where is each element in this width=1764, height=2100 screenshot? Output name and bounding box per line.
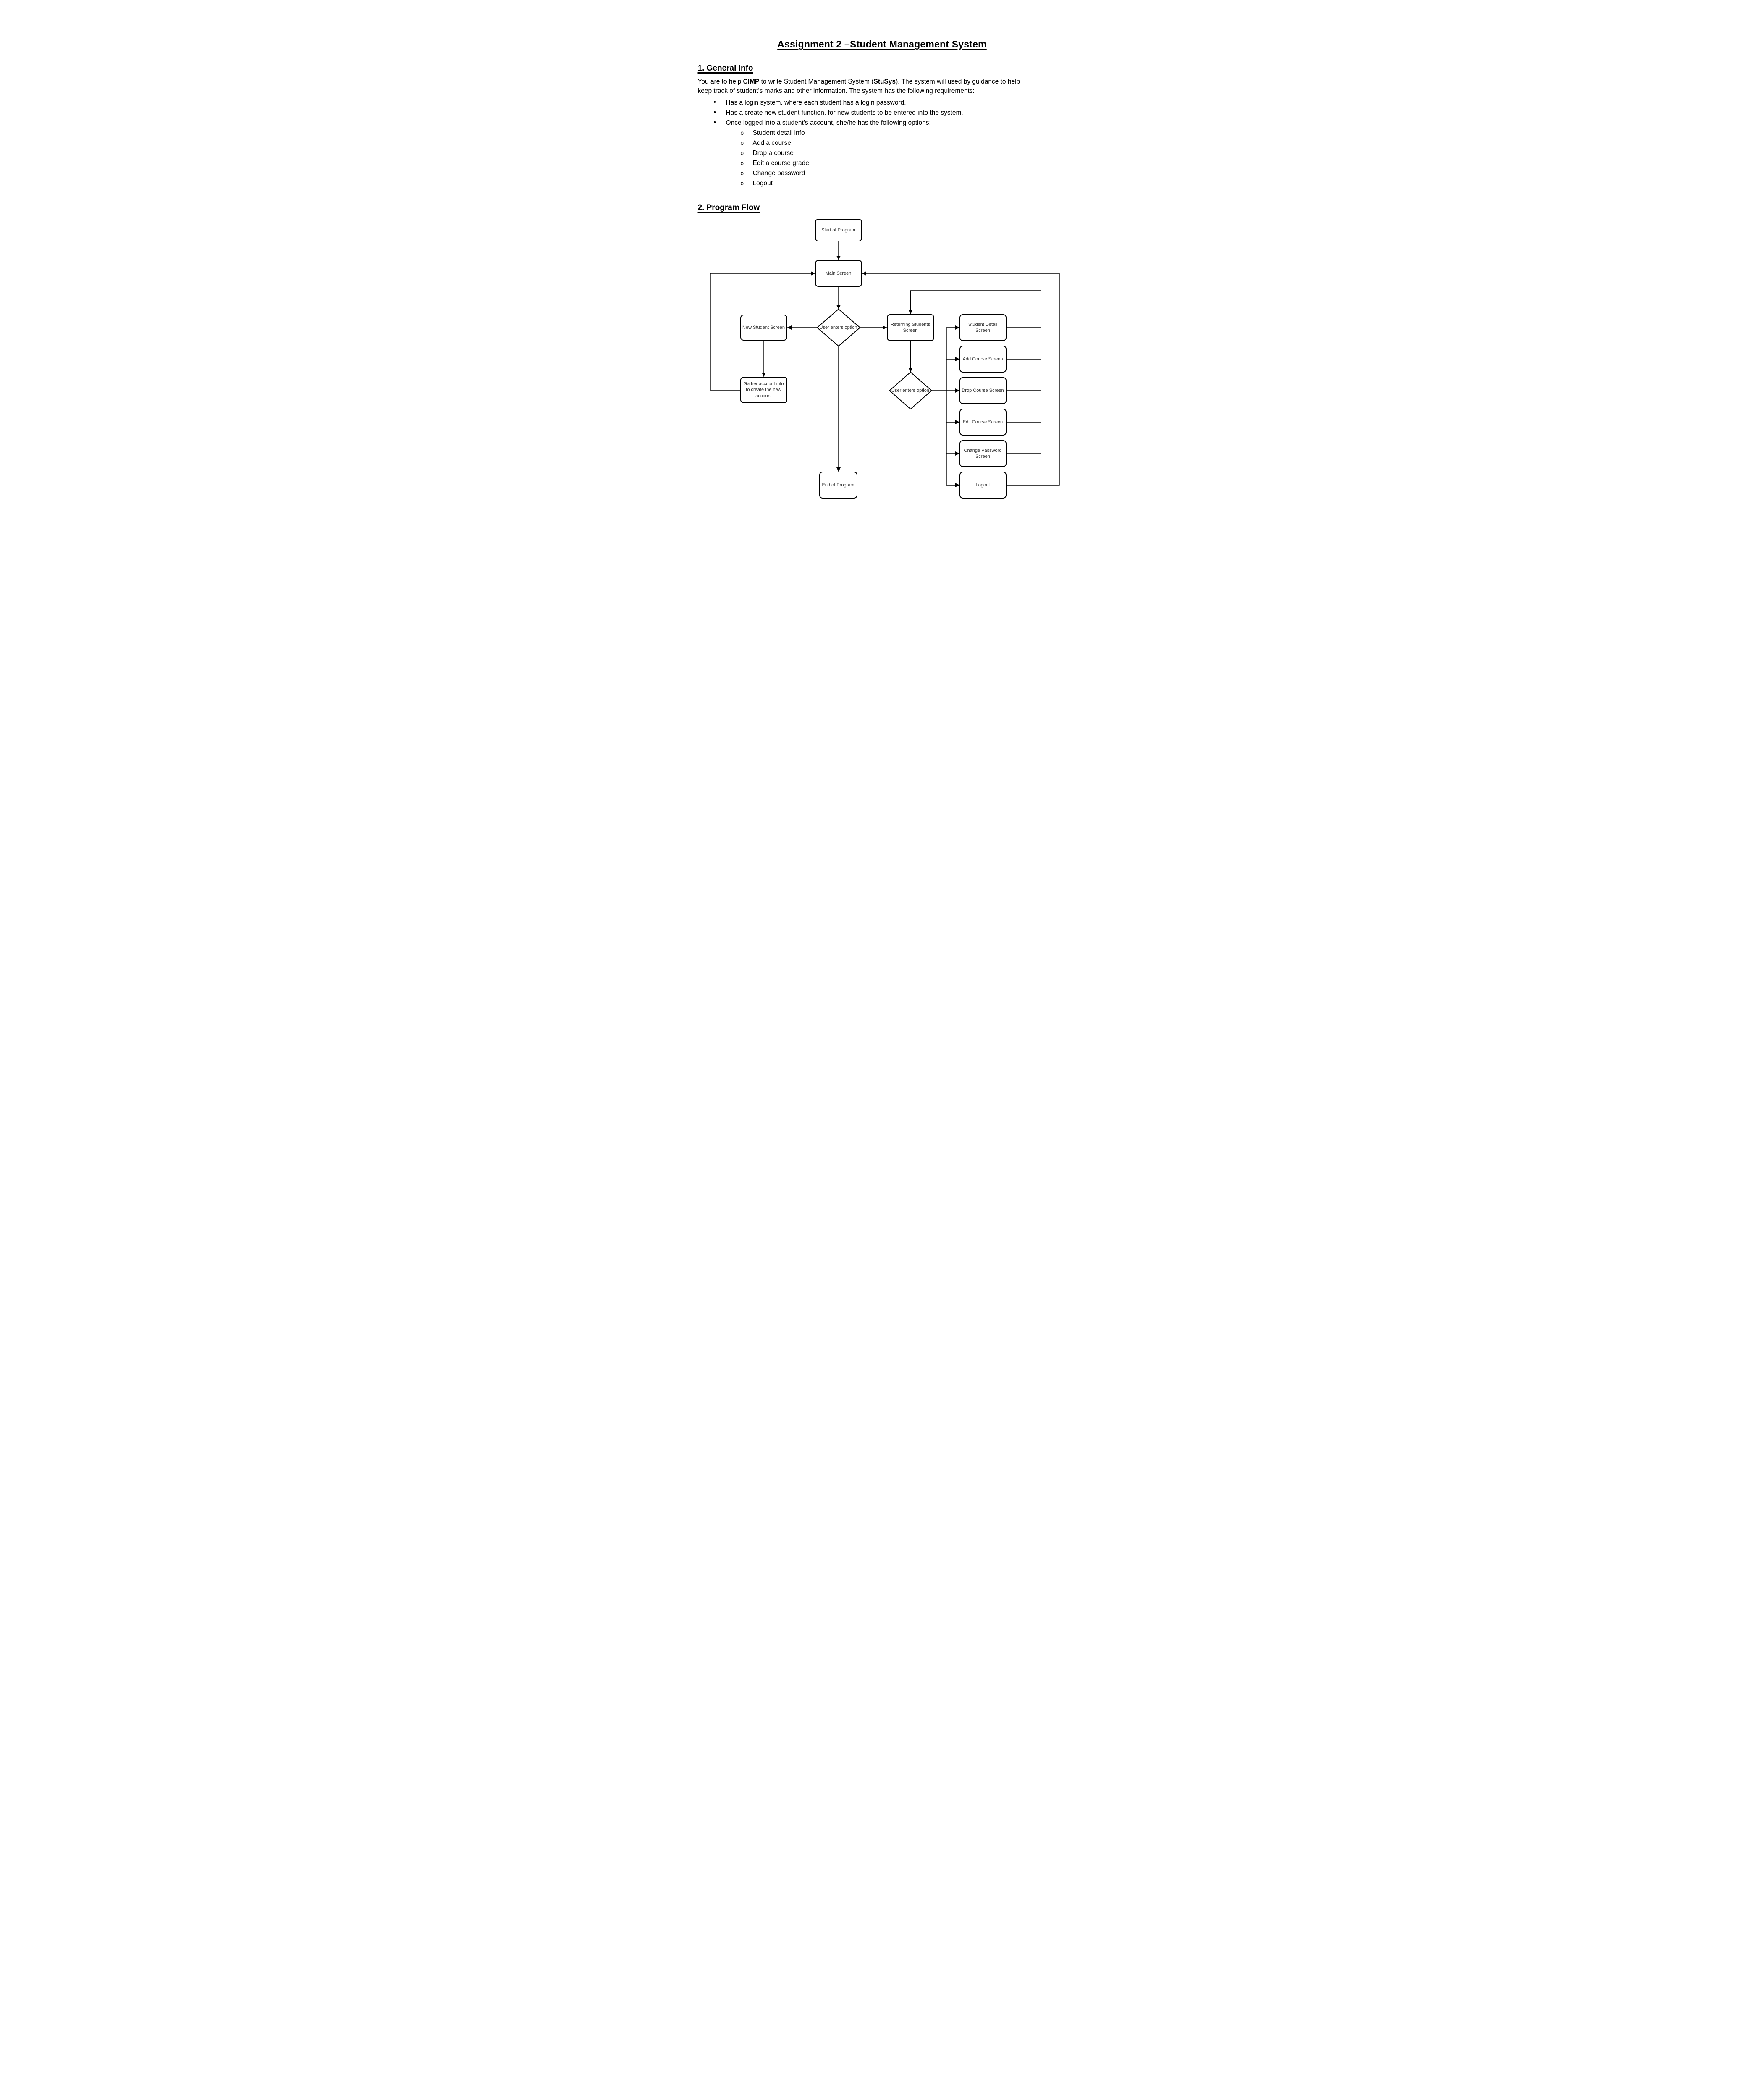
decision-node-user-option-1: User enters option	[819, 325, 857, 330]
flow-node-new-student: New Student Screen	[740, 315, 787, 341]
document-body: Assignment 2 –Student Management System …	[698, 39, 1067, 189]
intro-segment: You are to help	[697, 78, 743, 85]
bullet-icon: •	[713, 119, 716, 126]
flow-node-end: End of Program	[819, 472, 857, 499]
intro-segment-stusys: StuSys	[873, 78, 896, 85]
list-item-text: Once logged into a student’s account, sh…	[726, 119, 931, 126]
decision-diamond-1	[816, 309, 860, 346]
circle-bullet-icon: o	[740, 170, 744, 176]
intro-segment-cimp: CIMP	[743, 78, 760, 85]
bullet-icon: •	[713, 109, 716, 116]
decision-node-user-option-2: User enters option	[891, 388, 929, 393]
decision-diamond-2	[889, 372, 932, 410]
sub-list-item-text: Change password	[752, 170, 805, 177]
sub-list-item-text: Add a course	[752, 139, 791, 147]
page-title-text: Assignment 2 –Student Management System	[777, 39, 987, 50]
sub-list-item-text: Drop a course	[752, 150, 794, 157]
flow-node-change-password: Change Password Screen	[959, 440, 1007, 467]
flow-connectors	[710, 242, 1060, 487]
list-item: • Once logged into a student’s account, …	[698, 118, 1067, 128]
section-heading-general-info: 1. General Info	[697, 64, 753, 73]
requirements-list: • Has a login system, where each student…	[698, 98, 1067, 189]
sub-list-item: o Drop a course	[698, 148, 1067, 158]
outer-loop-logout-to-main	[862, 271, 1060, 486]
list-item: • Has a login system, where each student…	[698, 98, 1067, 108]
sub-list-item-text: Student detail info	[752, 129, 805, 136]
circle-bullet-icon: o	[740, 160, 744, 166]
intro-segment: keep track of student’s marks and other …	[697, 87, 975, 94]
inner-loop-to-returning	[908, 290, 1041, 454]
bullet-icon: •	[713, 99, 716, 106]
sub-list-item: o Student detail info	[698, 128, 1067, 138]
flow-node-main-screen: Main Screen	[815, 260, 862, 287]
sub-list-item: o Edit a course grade	[698, 158, 1067, 168]
flow-node-edit-course: Edit Course Screen	[959, 409, 1007, 436]
circle-bullet-icon: o	[740, 150, 744, 156]
intro-segment: ). The system will used by guidance to h…	[896, 78, 1020, 85]
general-info-paragraph: You are to help CIMP to write Student Ma…	[698, 77, 1053, 95]
list-item: • Has a create new student function, for…	[698, 108, 1067, 118]
flow-node-start: Start of Program	[815, 219, 862, 242]
sub-list-item-text: Edit a course grade	[752, 160, 809, 167]
list-item-text: Has a login system, where each student h…	[726, 99, 906, 106]
program-flow-diagram: Start of Program Main Screen New Student…	[662, 216, 1103, 519]
circle-bullet-icon: o	[740, 130, 744, 136]
flow-node-returning: Returning Students Screen	[886, 314, 934, 341]
intro-segment: to write Student Management System (	[759, 78, 874, 85]
flow-node-add-course: Add Course Screen	[959, 346, 1007, 373]
page-title: Assignment 2 –Student Management System	[698, 39, 1067, 50]
flow-node-logout: Logout	[959, 472, 1007, 499]
flow-node-drop-course: Drop Course Screen	[959, 377, 1007, 404]
section-heading-program-flow: 2. Program Flow	[697, 203, 760, 212]
connector-gather-to-main-loop	[710, 271, 815, 391]
document-page: Assignment 2 –Student Management System …	[661, 0, 1103, 624]
sub-list-item: o Change password	[698, 168, 1067, 178]
circle-bullet-icon: o	[740, 140, 744, 146]
sub-list-item-text: Logout	[752, 180, 773, 187]
flow-node-gather-account: Gather account info to create the new ac…	[740, 377, 787, 403]
sub-list-item: o Logout	[698, 178, 1067, 189]
circle-bullet-icon: o	[740, 180, 744, 186]
sub-list-item: o Add a course	[698, 138, 1067, 148]
flow-node-student-detail: Student Detail Screen	[959, 314, 1007, 341]
list-item-text: Has a create new student function, for n…	[726, 109, 963, 116]
